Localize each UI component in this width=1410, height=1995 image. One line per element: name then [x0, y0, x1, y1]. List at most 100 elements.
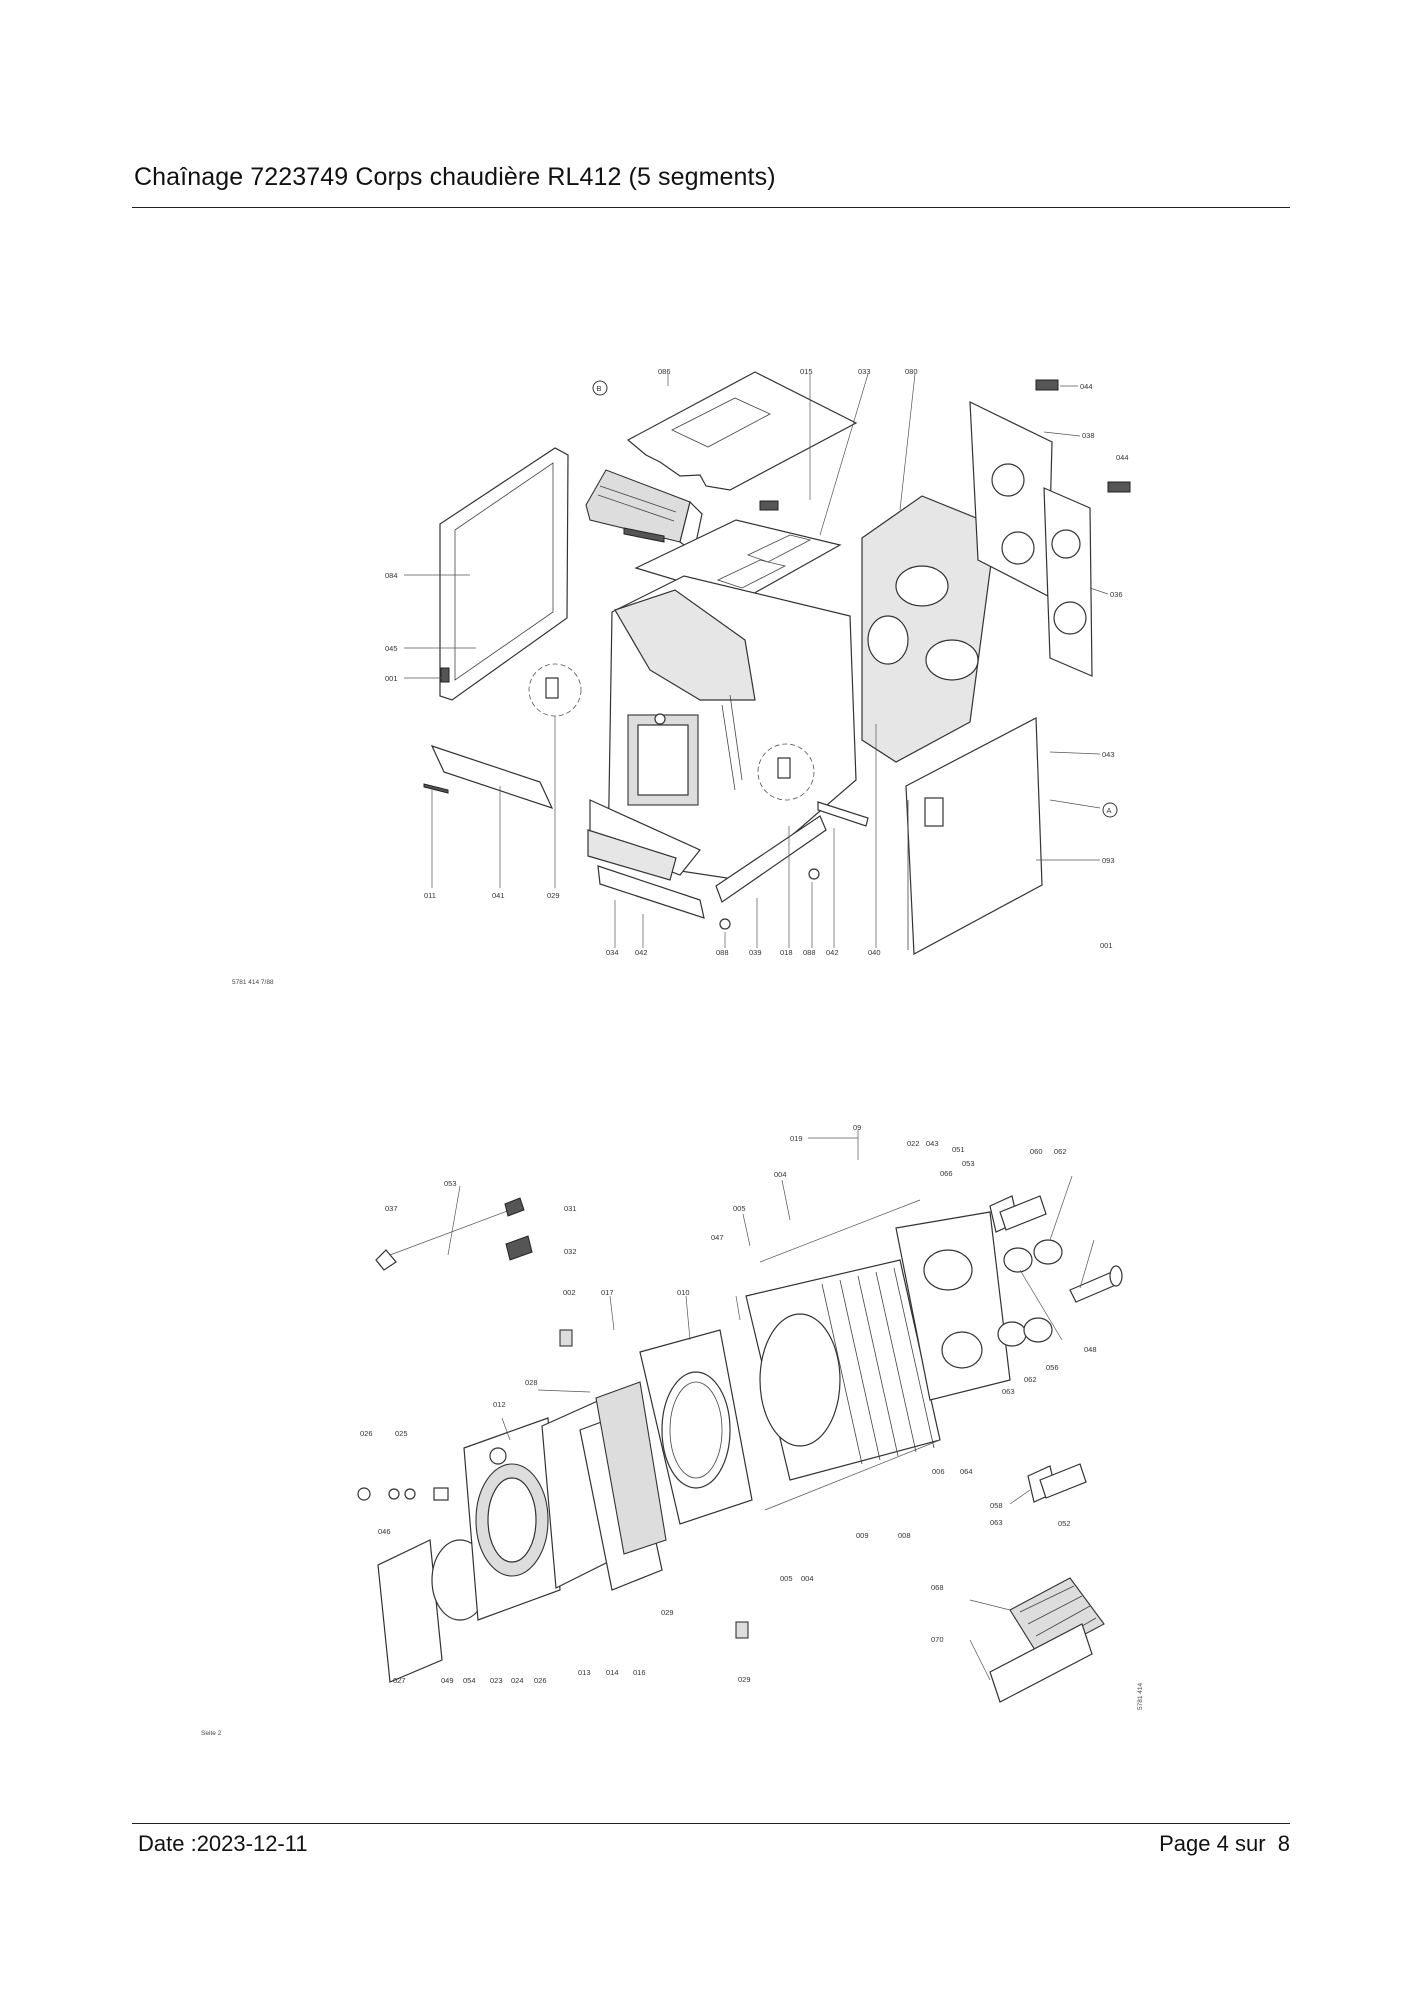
- turbulator-070: [989, 1623, 1093, 1703]
- plug-026: [357, 1487, 371, 1501]
- diagram-bottom: 019 09 022 043 051 060 062 004 066 053 0…: [201, 1123, 1144, 1737]
- label-016: 016: [633, 1668, 646, 1677]
- part-015: [759, 500, 779, 511]
- flange-upper-part: [989, 1195, 1047, 1233]
- ring-062-a: [1033, 1239, 1063, 1265]
- label-038: 038: [1082, 431, 1095, 440]
- top-cover-part: [626, 371, 858, 491]
- boiler-body-part: [587, 575, 857, 881]
- label-001-a: 001: [385, 674, 398, 683]
- footer-divider: [132, 1823, 1290, 1824]
- footer-date: Date :2023-12-11: [138, 1831, 308, 1856]
- label-043-b: 043: [926, 1139, 939, 1148]
- label-040: 040: [868, 948, 881, 957]
- ring-063-a: [997, 1321, 1027, 1347]
- label-018: 018: [780, 948, 793, 957]
- part-039: [715, 815, 827, 903]
- tie-rod-lower: [764, 1439, 941, 1511]
- label-014: 014: [606, 1668, 619, 1677]
- part-088-a: [719, 918, 731, 930]
- part-042-a: [597, 865, 705, 919]
- insulation-016: [595, 1381, 667, 1555]
- label-080: 080: [905, 367, 918, 376]
- label-019: 019: [790, 1134, 803, 1143]
- reference-note: 5781 414 7/88: [232, 979, 274, 986]
- part-041: [430, 744, 554, 810]
- label-044-b: 044: [1116, 453, 1129, 462]
- rear-panel-036: [1043, 487, 1093, 677]
- label-029-b: 029: [738, 1675, 751, 1684]
- label-010: 010: [677, 1288, 690, 1297]
- label-002: 002: [563, 1288, 576, 1297]
- fitting-046: [433, 1487, 449, 1501]
- label-015: 015: [800, 367, 813, 376]
- label-005-a: 005: [733, 1204, 746, 1213]
- tie-rod-upper: [759, 1199, 921, 1263]
- label-070: 070: [931, 1635, 944, 1644]
- callout-b-circle: [592, 380, 608, 396]
- label-028: 028: [525, 1378, 538, 1387]
- label-064: 064: [960, 1467, 973, 1476]
- footnote: Seite 2: [201, 1730, 222, 1737]
- label-049: 049: [441, 1676, 454, 1685]
- label-056: 056: [1046, 1363, 1059, 1372]
- label-004-b: 004: [801, 1574, 814, 1583]
- part-088-b: [808, 868, 820, 880]
- hinge-right: [777, 757, 791, 779]
- label-053-b: 053: [444, 1179, 457, 1188]
- label-008: 008: [898, 1531, 911, 1540]
- label-047: 047: [711, 1233, 724, 1242]
- label-054: 054: [463, 1676, 476, 1685]
- footer-page-number: Page 4 sur 8: [1159, 1831, 1290, 1856]
- part-044-a: [1035, 379, 1059, 391]
- label-024: 024: [511, 1676, 524, 1685]
- cover-plate-027: [377, 1539, 443, 1683]
- ring-060: [1003, 1247, 1033, 1273]
- label-068: 068: [931, 1583, 944, 1592]
- label-086: 086: [658, 367, 671, 376]
- header-divider: [132, 207, 1290, 208]
- label-053-a: 053: [962, 1159, 975, 1168]
- flange-lower-part: [1027, 1463, 1087, 1503]
- label-001-b: 001: [1100, 941, 1113, 950]
- label-026-a: 026: [360, 1429, 373, 1438]
- label-063-b: 063: [990, 1518, 1003, 1527]
- label-046: 046: [378, 1527, 391, 1536]
- label-088-b: 088: [803, 948, 816, 957]
- front-door-part: [439, 447, 569, 701]
- label-005-b: 005: [780, 1574, 793, 1583]
- bracket-029: [735, 1621, 749, 1639]
- callout-b: B: [597, 384, 602, 393]
- part-011: [423, 783, 449, 794]
- label-09: 09: [853, 1123, 861, 1132]
- brush-rod: [389, 1209, 511, 1256]
- label-009: 009: [856, 1531, 869, 1540]
- label-058: 058: [990, 1501, 1003, 1510]
- bracket-002: [559, 1329, 573, 1347]
- insulation-block-part: [861, 495, 997, 763]
- label-084: 084: [385, 571, 398, 580]
- side-panel-part: [905, 717, 1043, 955]
- label-017: 017: [601, 1288, 614, 1297]
- label-042-b: 042: [826, 948, 839, 957]
- washer-025-a: [388, 1488, 400, 1500]
- label-011: 011: [424, 891, 436, 900]
- front-segment-part: [639, 1329, 753, 1525]
- part-044-b: [1107, 481, 1131, 493]
- label-029-a: 029: [661, 1608, 674, 1617]
- label-031: 031: [564, 1204, 577, 1213]
- label-045: 045: [385, 644, 398, 653]
- brush-handle: [375, 1249, 397, 1271]
- brush-head-031: [504, 1197, 525, 1217]
- label-022: 022: [907, 1139, 920, 1148]
- label-006: 006: [932, 1467, 945, 1476]
- label-036: 036: [1110, 590, 1123, 599]
- label-027: 027: [393, 1676, 406, 1685]
- hinge-left: [545, 677, 559, 699]
- label-033: 033: [858, 367, 871, 376]
- label-042-a: 042: [635, 948, 648, 957]
- burner-door-part: [463, 1417, 561, 1621]
- label-048: 048: [1084, 1345, 1097, 1354]
- label-093: 093: [1102, 856, 1115, 865]
